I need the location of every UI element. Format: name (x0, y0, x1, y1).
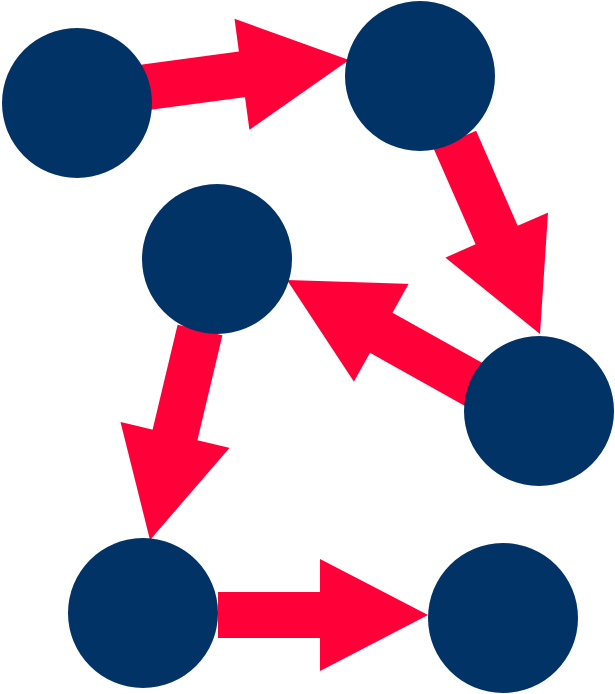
node-1-circle (2, 28, 152, 178)
arrow-node-1-to-node-2 (136, 18, 349, 130)
arrow-node-5-to-node-6 (218, 559, 428, 671)
arrows-layer (120, 18, 548, 671)
arrow-node-4-to-node-5 (120, 324, 230, 540)
node-3-circle (142, 184, 292, 334)
node-6-circle (428, 543, 578, 693)
node-5-circle (68, 538, 218, 688)
node-4-circle (464, 336, 614, 486)
arrow-node-2-to-node-3 (433, 130, 548, 334)
node-2-circle (345, 1, 495, 151)
arrow-node-3-to-node-4 (287, 280, 492, 409)
